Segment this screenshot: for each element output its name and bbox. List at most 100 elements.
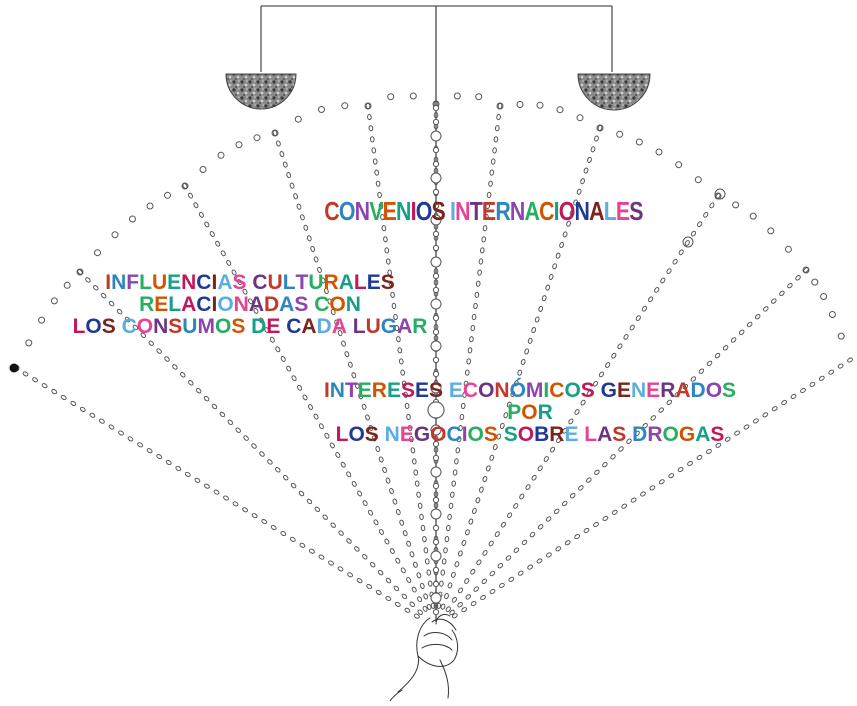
- rib-bead: [538, 305, 544, 312]
- rib-bead: [709, 202, 715, 209]
- rib-bead: [403, 391, 408, 398]
- rib-bead: [668, 473, 675, 479]
- rib-bead: [419, 582, 425, 589]
- rib-bead: [395, 557, 401, 564]
- rib-bead: [299, 542, 306, 548]
- edge-bead: [837, 332, 845, 340]
- rib-bead: [497, 562, 504, 569]
- central-cord-beads: [427, 104, 445, 616]
- fan-outer-arc: [9, 92, 845, 373]
- rib-bead: [337, 566, 344, 572]
- rib-bead: [381, 225, 387, 232]
- rib-bead: [573, 199, 578, 206]
- edge-bead: [811, 278, 819, 286]
- cord-bead-large: [427, 401, 445, 419]
- rib-bead: [451, 596, 457, 603]
- cord-bead: [432, 328, 440, 336]
- rib-bead: [494, 531, 500, 537]
- label-line: LOS NEGOCIOS SOBRE LAS DROGAS: [335, 423, 725, 447]
- rib-bead: [828, 369, 835, 375]
- rib-bead: [687, 460, 693, 467]
- cord-bead: [432, 440, 440, 448]
- rib-bead: [593, 521, 599, 528]
- rib-bead: [527, 564, 533, 570]
- rib-bead: [531, 474, 537, 481]
- rib-bead: [203, 483, 210, 489]
- rib-bead: [354, 546, 360, 552]
- rib-bead: [440, 603, 446, 610]
- rib-bead: [635, 315, 641, 321]
- rib-bead: [445, 524, 451, 532]
- rib-bead: [545, 284, 551, 291]
- rib-bead: [385, 595, 392, 602]
- rib-bead: [611, 509, 618, 515]
- rib-bead: [569, 210, 575, 217]
- rib-bead: [227, 419, 234, 426]
- rib-bead: [626, 438, 632, 444]
- rib-bead: [666, 399, 673, 406]
- rib-bead: [411, 458, 417, 465]
- rib-bead: [409, 601, 416, 608]
- rib-bead: [426, 569, 432, 576]
- edge-bead: [655, 148, 663, 156]
- rib-bead: [420, 524, 426, 532]
- rib-bead: [517, 570, 524, 576]
- edge-bead: [635, 138, 643, 146]
- edge-bead: [146, 202, 154, 210]
- rib-bead: [334, 319, 340, 326]
- rib-bead: [678, 249, 684, 256]
- rib-bead: [346, 538, 352, 544]
- rib-bead: [148, 340, 154, 346]
- rib-bead: [368, 125, 374, 132]
- rib-bead: [746, 321, 753, 328]
- rib-bead: [417, 502, 423, 509]
- rib-bead: [313, 413, 319, 420]
- rib-bead: [358, 393, 363, 400]
- rib-bead: [306, 498, 313, 505]
- edge-bead: [475, 93, 483, 101]
- rib-bead: [617, 343, 623, 350]
- rib-bead: [400, 369, 406, 376]
- rib-bead: [493, 136, 499, 143]
- rib-bead: [598, 371, 605, 378]
- rib-bead: [520, 358, 526, 366]
- rib-bead: [124, 316, 131, 323]
- rib-bead: [384, 538, 390, 545]
- rib-bead: [362, 500, 368, 507]
- rib-bead: [449, 491, 455, 498]
- rib-bead: [475, 280, 481, 287]
- rib-bead: [329, 442, 335, 449]
- rib-bead: [690, 376, 697, 382]
- rib-bead: [654, 287, 660, 293]
- rib-bead: [803, 267, 809, 273]
- rib-bead: [259, 451, 265, 457]
- rib-bead: [525, 484, 531, 490]
- rib-bead: [413, 613, 420, 619]
- cord-bead: [430, 298, 442, 310]
- rib-bead: [722, 345, 729, 351]
- rib-bead: [427, 580, 433, 587]
- rib-bead: [714, 352, 721, 359]
- rib-bead: [464, 578, 470, 584]
- rib-bead: [314, 506, 321, 513]
- rib-bead: [204, 221, 210, 228]
- rib-bead: [320, 277, 326, 284]
- rib-bead: [562, 427, 568, 434]
- cord-bead: [432, 146, 440, 154]
- rib-bead: [390, 291, 395, 298]
- rib-bead: [474, 291, 480, 298]
- cord-bead: [432, 580, 440, 588]
- rib-bead: [430, 602, 436, 609]
- edge-bead: [767, 227, 775, 235]
- rib-bead: [553, 508, 560, 515]
- rib-bead: [658, 407, 664, 413]
- rib-bead: [494, 125, 500, 132]
- rib-bead: [374, 169, 380, 176]
- rib-bead: [492, 147, 497, 154]
- rib-bead: [634, 430, 640, 437]
- edge-bead: [802, 266, 810, 274]
- edge-bead-large: [682, 236, 694, 248]
- rib-bead: [534, 316, 540, 323]
- rib-bead: [289, 536, 296, 542]
